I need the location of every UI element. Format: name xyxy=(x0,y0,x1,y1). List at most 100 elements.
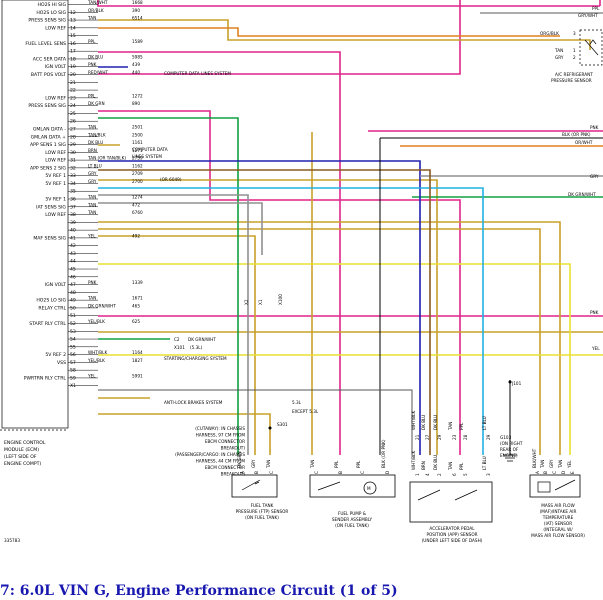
maf-pin-label: B xyxy=(543,471,548,474)
ecm-pin-number: X1 xyxy=(70,383,76,389)
maf-sensor-label: MASS AIR FLOW xyxy=(541,503,575,508)
ecm-pin-label: START RLY CTRL xyxy=(29,321,66,327)
app-upper-wire-label: WHT/BLK xyxy=(411,411,416,430)
ecm-pin-number: 26 xyxy=(70,119,76,125)
note-computer-data-lines: COMPUTER DATA LINES SYSTEM xyxy=(164,71,231,76)
ecm-pin-number: 20 xyxy=(70,72,76,78)
diagram-notes: COMPUTER DATA LINES SYSTEM COMPUTER DATA… xyxy=(4,6,600,543)
app-upper-wire-label: TAN xyxy=(448,422,453,431)
note-right-pnk2: PNK xyxy=(590,310,599,315)
ecm-pin-number: 35 xyxy=(70,189,76,195)
fuel-pump-label: (ON FUEL TANK) xyxy=(335,523,369,528)
ecm-pin-label: GMLAN DATA + xyxy=(31,134,67,140)
ecm-circuit-number: 1339 xyxy=(132,280,143,285)
ftp-pin-label: A xyxy=(240,471,245,474)
note-right-yel: YEL xyxy=(591,346,600,351)
ecm-pin-number: 12 xyxy=(70,10,76,16)
maf-sensor-label: MASS AIR FLOW SENSOR) xyxy=(531,533,585,538)
ecm-circuit-number: 1162 xyxy=(132,163,143,168)
fuel-pump-label: SENDER ASSEMBLY xyxy=(332,517,373,522)
note-ac-pin1: 1 xyxy=(573,48,576,53)
app-lower-wire-label: BRN xyxy=(421,461,426,470)
ecm-pin-label: LOW REF xyxy=(45,95,66,101)
ecm-pin-number: 54 xyxy=(70,337,76,343)
ecm-wire-color: TAN xyxy=(87,124,96,129)
wire-dk-grn-24 xyxy=(98,117,239,455)
ecm-pin-number: 19 xyxy=(70,64,76,70)
ecm-circuit-number: 2759 xyxy=(132,156,143,161)
ecm-circuit-number: 1272 xyxy=(132,93,143,98)
ecm-pin-number: 58 xyxy=(70,368,76,374)
ecm-pin-label: APP SENS 1 SIG xyxy=(30,142,66,148)
app-sensor xyxy=(409,481,493,523)
ecm-circuit-number: 2500 xyxy=(132,132,143,137)
ecm-wire-color: DK GRN/WHT xyxy=(88,303,116,308)
app-lower-pin-label: 1 xyxy=(415,473,420,476)
ecm-pin-label: RELAY CTRL xyxy=(38,305,66,311)
ecm-pin-number: 17 xyxy=(70,49,76,55)
ecm-pin-number: 15 xyxy=(70,33,76,39)
wire-dk-blu-29 xyxy=(98,160,421,455)
ecm-pin-number: 34 xyxy=(70,181,76,187)
ecm-pin-number: 14 xyxy=(70,25,76,31)
ecm-pin-label: PRESS SENS SIG xyxy=(28,18,66,24)
maf-sensor-label: (INTEGRAL W/ xyxy=(543,527,573,532)
ecm-wire-color: OR/BLK xyxy=(88,8,104,13)
fuel-pump-assembly: M xyxy=(309,474,396,498)
ecm-pin-number: 33 xyxy=(70,173,76,179)
wire-tan-top xyxy=(98,19,591,50)
ecm-circuit-number: 2709 xyxy=(132,171,143,176)
ecm-pin-number: 13 xyxy=(70,18,76,24)
ecm-circuit-number: 465 xyxy=(132,303,140,308)
ecm-circuit-number: 1274 xyxy=(132,195,143,200)
maf-wire-label: YEL xyxy=(567,460,572,469)
ecm-wire-color: LT BLU xyxy=(88,163,102,168)
ecm-circuit-number: 440 xyxy=(132,70,140,75)
ecm-circuit-number: 390 xyxy=(132,8,140,13)
ecm-pin-number: 24 xyxy=(70,103,76,109)
ecm-circuit-number: 625 xyxy=(132,319,140,324)
note-legend-except: EXCEPT 5.3L xyxy=(292,409,319,414)
ecm-wire-color: PPL xyxy=(88,39,96,44)
app-upper-pin-label: 28 xyxy=(463,434,468,440)
note-right-ppl: PPL xyxy=(592,6,600,11)
app-lower-wire-label: WHT/BLK xyxy=(411,451,416,470)
wire-ppl-fuel-level xyxy=(98,51,341,455)
note-right-grywht: GRY/WHT xyxy=(578,13,598,18)
ecm-circuit-number: 472 xyxy=(132,202,140,207)
ecm-circuit-number: 1161 xyxy=(132,140,143,145)
note-right-dkgrn: DK GRN/WHT xyxy=(568,192,596,197)
ecm-pin-number: 21 xyxy=(70,80,76,86)
ecm-pin-label: PWRTRN RLY CTRL xyxy=(24,375,67,381)
ecm-pin-label: IGN VOLT xyxy=(45,64,66,70)
note-anti-lock: ANTI-LOCK BRAKES SYSTEM xyxy=(164,400,223,405)
ecm-pin-number: 48 xyxy=(70,290,76,296)
ecm-pin-number: 29 xyxy=(70,142,76,148)
app-upper-pin-label: 21 xyxy=(415,434,420,440)
ecm-wire-color: TAN/WHT xyxy=(87,0,108,5)
pump-pin-label: C xyxy=(360,471,365,474)
ecm-module xyxy=(0,0,69,431)
ecm-wire-color: TAN xyxy=(87,210,96,215)
ecm-wire-color: TAN xyxy=(87,195,96,200)
ecm-pin-number: 36 xyxy=(70,197,76,203)
maf-pin-label: E xyxy=(570,471,575,474)
cutaway-line: (PASSENGER/CARGO: IN CHASSIS xyxy=(175,452,245,457)
wire-tan-31 xyxy=(98,179,438,455)
ecm-pin-number: 59 xyxy=(70,375,76,381)
ecm-wire-color: TAN xyxy=(87,296,96,301)
app-upper-pin-label: 23 xyxy=(452,434,457,440)
app-upper-pin-label: 29 xyxy=(486,434,491,440)
app-lower-pin-label: 5 xyxy=(463,473,468,476)
wire-tan-37 xyxy=(98,228,541,455)
vertical-tag: X100 xyxy=(278,294,283,305)
note-dk-grn-wht: DK GRN/WHT xyxy=(188,337,216,342)
ecm-pin-number: 53 xyxy=(70,329,76,335)
ecm-circuit-number: 1164 xyxy=(132,350,143,355)
wire-gry-34 xyxy=(98,202,263,255)
cutaway-line: HARNESS, 97 CM FROM xyxy=(196,433,246,438)
note-s301: S301 xyxy=(277,422,288,427)
wire-yel-59 xyxy=(98,413,271,455)
